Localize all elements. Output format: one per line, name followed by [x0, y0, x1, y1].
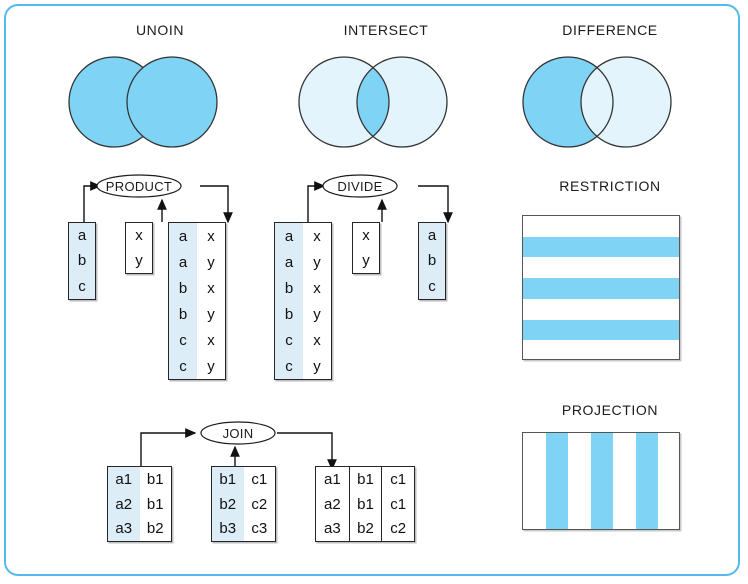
table-cell: a	[178, 227, 188, 245]
table-cell: b1	[146, 470, 164, 488]
venn-difference	[516, 50, 716, 154]
table-cell: a	[178, 253, 188, 271]
table-cell: a	[77, 227, 87, 245]
table-cell: a2	[115, 495, 133, 513]
table-column: a a b b c c	[275, 223, 303, 379]
table-column: a a b b c c	[169, 223, 197, 379]
table-column: b1 b1 b2	[348, 467, 382, 541]
table-cell: b1	[357, 470, 374, 488]
table-cell: c	[179, 331, 187, 349]
product-input-2[interactable]: x y	[125, 222, 153, 274]
table-cell: y	[207, 357, 215, 375]
table-column: c1 c1 c2	[381, 467, 414, 541]
table-column: x y	[126, 223, 152, 273]
projection-box	[522, 432, 680, 530]
table-column: b1 b1 b2	[140, 467, 172, 541]
product-operator[interactable]: PRODUCT	[96, 174, 182, 198]
table-cell: b1	[146, 495, 164, 513]
table-cell: y	[313, 305, 321, 323]
table-cell: c	[179, 357, 187, 375]
table-cell: b	[427, 252, 437, 270]
projection-title: PROJECTION	[561, 402, 659, 418]
table-cell: x	[313, 331, 321, 349]
table-cell: c	[285, 357, 293, 375]
table-column: a b c	[69, 223, 95, 299]
table-cell: a3	[323, 520, 341, 538]
table-cell: c1	[251, 470, 268, 488]
join-result[interactable]: a1 a2 a3 b1 b1 b2 c1 c1 c2	[315, 466, 415, 542]
table-cell: b	[77, 252, 87, 270]
table-cell: y	[313, 253, 321, 271]
table-cell: c2	[251, 495, 268, 513]
table-cell: a1	[323, 470, 341, 488]
divide-input-1[interactable]: a a b b c c x y x y x y	[274, 222, 332, 380]
table-cell: c	[428, 277, 436, 295]
table-column: c1 c2 c3	[244, 467, 276, 541]
table-cell: x	[313, 227, 321, 245]
table-cell: a	[427, 227, 437, 245]
table-cell: b2	[357, 520, 374, 538]
venn-union	[62, 50, 262, 154]
venn-title-intersect: INTERSECT	[343, 22, 429, 38]
table-cell: y	[207, 253, 215, 271]
venn-intersect	[292, 50, 492, 154]
table-cell: x	[313, 279, 321, 297]
table-cell: b2	[219, 495, 237, 513]
projection-band-2	[590, 433, 614, 529]
table-column: x y x y x y	[303, 223, 331, 379]
table-cell: x	[135, 227, 143, 244]
projection-band-1	[545, 433, 569, 529]
restriction-band-2	[523, 278, 679, 299]
table-cell: y	[313, 357, 321, 375]
table-cell: a	[284, 227, 294, 245]
table-cell: b	[178, 279, 188, 297]
divide-result[interactable]: a b c	[418, 222, 446, 300]
table-cell: b1	[219, 470, 237, 488]
join-input-2[interactable]: b1 b2 b3 c1 c2 c3	[211, 466, 276, 542]
table-cell: c3	[251, 520, 268, 538]
table-cell: a2	[323, 495, 341, 513]
divide-input-2[interactable]: x y	[352, 222, 380, 274]
table-cell: b	[284, 279, 294, 297]
table-column: x y	[353, 223, 379, 273]
product-input-1[interactable]: a b c	[68, 222, 96, 300]
table-cell: x	[362, 227, 370, 244]
restriction-band-3	[523, 319, 679, 341]
product-result[interactable]: a a b b c c x y x y x y	[168, 222, 226, 380]
table-cell: a	[284, 253, 294, 271]
table-cell: x	[207, 279, 215, 297]
table-cell: c	[78, 277, 86, 295]
divide-operator[interactable]: DIVIDE	[322, 174, 398, 198]
join-input-1[interactable]: a1 a2 a3 b1 b1 b2	[107, 466, 172, 542]
table-cell: b3	[219, 520, 237, 538]
table-column: a b c	[419, 223, 445, 299]
table-cell: y	[207, 305, 215, 323]
join-operator[interactable]: JOIN	[200, 421, 276, 445]
restriction-box	[522, 215, 680, 360]
projection-band-3	[635, 433, 659, 529]
table-cell: y	[135, 252, 143, 269]
table-column: a1 a2 a3	[108, 467, 140, 541]
table-cell: b1	[357, 495, 374, 513]
restriction-title: RESTRICTION	[559, 178, 661, 194]
table-cell: c	[285, 331, 293, 349]
restriction-band-1	[523, 236, 679, 258]
table-cell: a3	[115, 520, 133, 538]
table-column: a1 a2 a3	[316, 467, 349, 541]
table-column: b1 b2 b3	[212, 467, 244, 541]
table-column: x y x y x y	[197, 223, 225, 379]
table-cell: c2	[390, 520, 407, 538]
table-cell: x	[207, 227, 215, 245]
venn-title-union: UNOIN	[135, 22, 185, 38]
table-cell: b2	[146, 520, 164, 538]
table-cell: y	[362, 252, 370, 269]
table-cell: a1	[115, 470, 133, 488]
table-cell: b	[178, 305, 188, 323]
table-cell: c1	[390, 470, 407, 488]
table-cell: b	[284, 305, 294, 323]
table-cell: c1	[390, 495, 407, 513]
table-cell: x	[207, 331, 215, 349]
venn-title-difference: DIFFERENCE	[562, 22, 658, 38]
